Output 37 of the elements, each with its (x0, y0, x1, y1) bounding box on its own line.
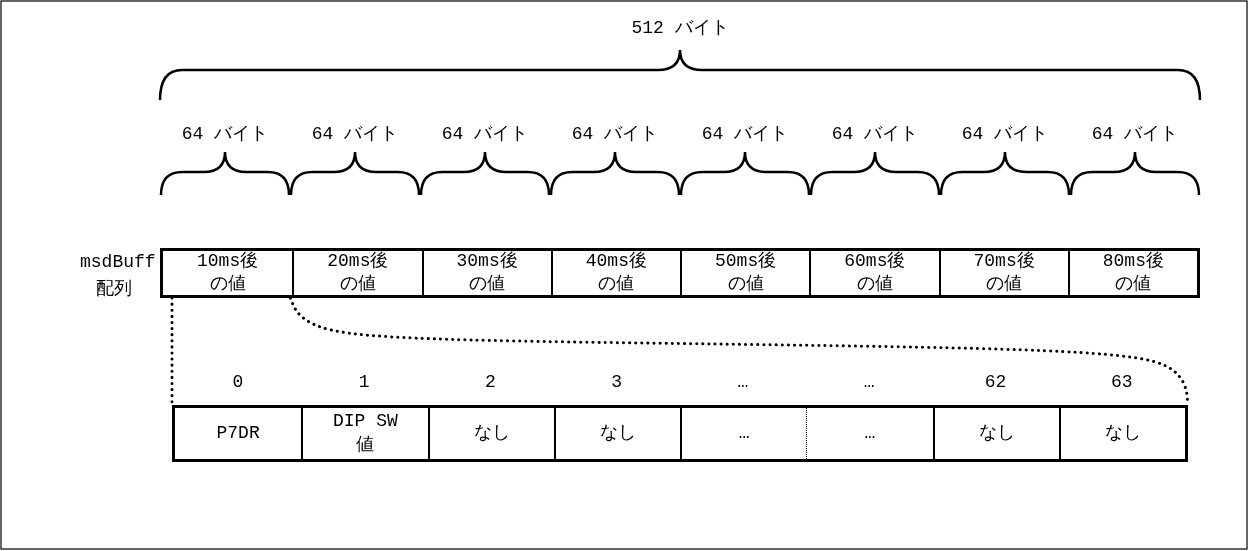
cell-text: 40ms後の値 (584, 249, 648, 296)
cell-text: … (864, 421, 876, 445)
index-number: 0 (232, 372, 244, 394)
cell-text: 60ms後の値 (843, 249, 907, 296)
cell-text: なし (1104, 421, 1141, 445)
array-box (160, 248, 1200, 298)
index-number: … (737, 372, 749, 394)
size-label: 64 バイト (831, 124, 919, 146)
size-label: 64 バイト (1091, 124, 1179, 146)
index-number: 2 (485, 372, 496, 394)
cell-text: DIP SW値 (331, 410, 399, 457)
cell-text: 10ms後の値 (196, 249, 260, 296)
size-label: 64 バイト (701, 124, 789, 146)
size-label: 64 バイト (571, 124, 659, 146)
index-number: 63 (1110, 372, 1133, 394)
cell-text: なし (599, 421, 636, 445)
index-number: 1 (358, 372, 370, 394)
array-name: msdBuff (80, 252, 156, 274)
size-label: 64 バイト (961, 124, 1049, 146)
cell-text: 30ms後の値 (455, 249, 519, 296)
size-label: 64 バイト (441, 124, 529, 146)
cell-text: P7DR (216, 421, 260, 445)
size-label: 64 バイト (311, 124, 399, 146)
cell-text: 70ms後の値 (972, 249, 1036, 296)
cell-text: 50ms後の値 (714, 249, 778, 296)
cell-text: 80ms後の値 (1101, 249, 1165, 296)
cell-text: なし (978, 421, 1015, 445)
array-name: 配列 (96, 279, 132, 301)
index-number: 62 (984, 372, 1007, 394)
size-label: 64 バイト (181, 124, 269, 146)
cell-text: 20ms後の値 (326, 249, 390, 296)
index-number: 3 (611, 372, 623, 394)
size-label: 512 バイト (631, 18, 729, 40)
cell-text: … (738, 421, 750, 445)
index-number: … (863, 372, 875, 394)
array-box (172, 405, 1188, 462)
cell-text: なし (473, 421, 510, 445)
